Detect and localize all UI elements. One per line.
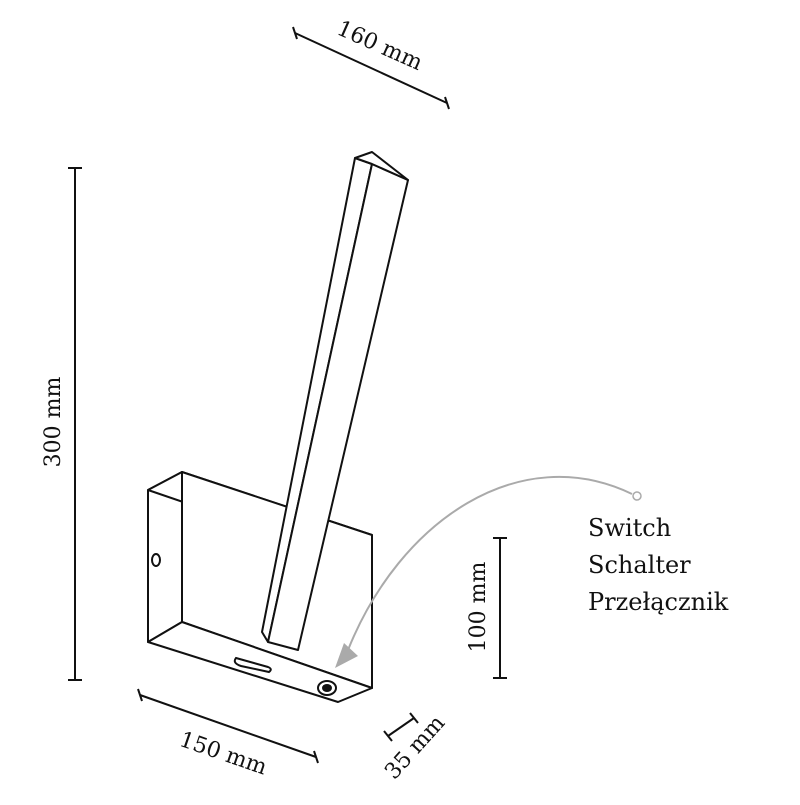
switch-button [317, 680, 337, 696]
switch-label-pl: Przełącznik [588, 588, 729, 616]
switch-pointer-arrowhead [335, 643, 358, 668]
dimension-base-depth: 35 mm [380, 711, 450, 785]
light-slot [233, 656, 272, 674]
dimension-base-width: 150 mm [137, 688, 319, 780]
base-depth-label: 35 mm [380, 711, 450, 785]
dimension-top-depth: 160 mm [292, 16, 450, 110]
base-bottom-face [147, 621, 373, 703]
switch-pointer-origin [632, 491, 642, 501]
top-depth-label: 160 mm [333, 16, 426, 76]
switch-labels: Switch Schalter Przełącznik [588, 514, 729, 616]
switch-label-en: Switch [588, 514, 671, 542]
bar-top-face [354, 151, 409, 181]
light-bar [261, 151, 409, 651]
switch-pointer-curve [347, 476, 633, 651]
switch-label-de: Schalter [588, 551, 691, 579]
dimension-base-height: 100 mm [466, 537, 507, 679]
dimension-height: 300 mm [41, 167, 82, 681]
switch-pointer [335, 476, 642, 668]
base-box [147, 471, 373, 703]
base-height-label: 100 mm [466, 562, 491, 653]
screw-hole [151, 553, 161, 567]
height-label: 300 mm [41, 377, 66, 468]
